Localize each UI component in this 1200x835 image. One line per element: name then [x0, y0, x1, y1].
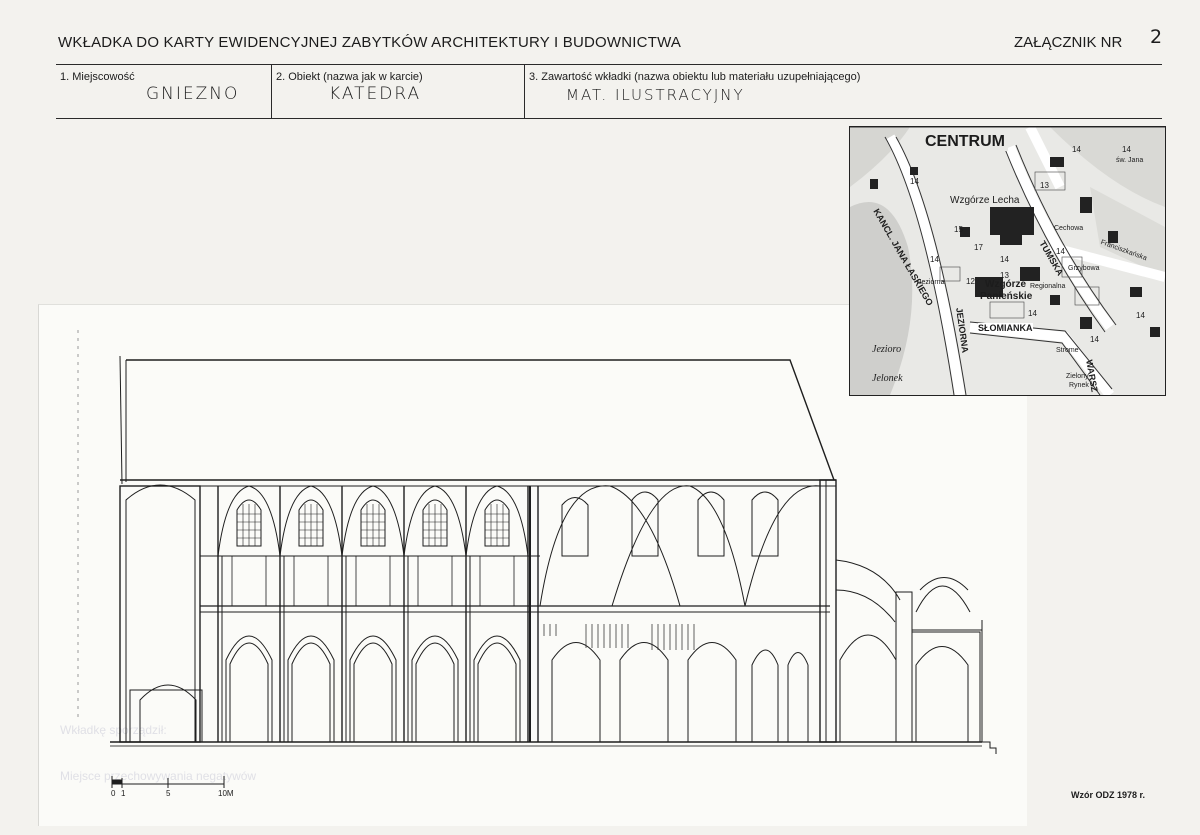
map-label-wzgorze-panienskie-1: Wzgórze	[985, 279, 1027, 290]
map-lake-jezioro: Jezioro	[872, 344, 902, 355]
map-street-strome: Strome	[1056, 347, 1079, 354]
nave-arcade-arch	[353, 642, 393, 742]
nave-arcade-arch	[229, 642, 269, 742]
nave-arcade-arch	[287, 635, 335, 742]
scale-label-1: 1	[121, 789, 126, 798]
object-label: 2. Obiekt (nazwa jak w karcie)	[276, 71, 423, 83]
scale-bar	[111, 776, 225, 788]
field-divider-1	[271, 64, 272, 118]
nave-vault-rib	[341, 485, 374, 557]
scale-label-10m: 10M	[218, 789, 234, 798]
map-number: 14	[1136, 311, 1145, 320]
city-map-clipping: CENTRUM Wzgórze Lecha Wzgórze Panieńskie…	[849, 126, 1166, 396]
map-number: 14	[1122, 145, 1131, 154]
map-label-zielony-1: Zielony	[1066, 373, 1089, 380]
scale-label-5: 5	[166, 789, 171, 798]
nave-vault-rib	[248, 485, 281, 557]
map-street-jeziorna-small: Jeziorna	[918, 279, 945, 286]
locality-value: GNIEZNO	[146, 84, 240, 104]
map-graphic	[850, 127, 1165, 395]
map-number: 14	[910, 177, 919, 186]
map-street-grzybowa: Grzybowa	[1068, 265, 1100, 272]
locality-label: 1. Miejscowość	[60, 71, 135, 83]
map-street-sw-jana: św. Jana	[1116, 157, 1144, 164]
map-street-slomianka: SŁOMIANKA	[978, 323, 1033, 333]
map-street-cechowa: Cechowa	[1054, 225, 1084, 232]
map-number: 14	[1090, 335, 1099, 344]
nave-vault-rib	[372, 485, 405, 557]
nave-clerestory-window	[484, 499, 510, 547]
map-label-wzgorze-lecha: Wzgórze Lecha	[950, 195, 1020, 206]
nave-clerestory-window	[236, 499, 262, 547]
nave-clerestory-window	[422, 499, 448, 547]
scale-label-0: 0	[111, 789, 116, 798]
faint-negatives-location: Miejsce przechowywania negatywów	[60, 769, 257, 783]
map-number: 14	[1000, 255, 1009, 264]
attachment-number: 2	[1150, 26, 1163, 48]
nave-vault-rib	[217, 485, 250, 557]
map-number: 14	[1056, 247, 1065, 256]
map-label-wzgorze-panienskie-2: Panieńskie	[980, 291, 1033, 302]
nave-arcade-arch	[473, 635, 521, 742]
nave-vault-rib	[434, 485, 467, 557]
contents-label: 3. Zawartość wkładki (nazwa obiektu lub …	[529, 71, 861, 83]
map-label-zielony-2: Rynek	[1069, 382, 1089, 389]
nave-bays	[217, 485, 529, 742]
form-template-label: Wzór ODZ 1978 r.	[1071, 790, 1146, 800]
attachment-label: ZAŁĄCZNIK NR	[1014, 34, 1123, 51]
nave-arcade-arch	[291, 642, 331, 742]
map-number: 17	[974, 243, 983, 252]
map-number: 12	[966, 277, 975, 286]
nave-vault-rib	[403, 485, 436, 557]
nave-arcade-arch	[225, 635, 273, 742]
form-title: WKŁADKA DO KARTY EWIDENCYJNEJ ZABYTKÓW A…	[58, 34, 682, 51]
contents-value: MAT. ILUSTRACYJNY	[566, 86, 745, 104]
header-rule	[56, 64, 1162, 65]
nave-vault-rib	[310, 485, 343, 557]
nave-arcade-arch	[411, 635, 459, 742]
map-number: 13	[1000, 271, 1009, 280]
map-number: 14	[1072, 145, 1081, 154]
map-lake-jelonek: Jelonek	[872, 373, 903, 384]
nave-arcade-arch	[415, 642, 455, 742]
map-number: 15	[954, 225, 963, 234]
nave-clerestory-window	[298, 499, 324, 547]
map-number: 14	[930, 255, 939, 264]
nave-arcade-arch	[349, 635, 397, 742]
nave-vault-rib	[279, 485, 312, 557]
fields-rule	[56, 118, 1162, 119]
nave-arcade-arch	[477, 642, 517, 742]
nave-clerestory-window	[360, 499, 386, 547]
field-divider-2	[524, 64, 525, 118]
nave-vault-rib	[465, 485, 498, 557]
map-number: 13	[1040, 181, 1049, 190]
map-number: 14	[1028, 309, 1037, 318]
object-value: KATEDRA	[329, 84, 422, 104]
map-title: CENTRUM	[922, 133, 1008, 151]
map-street-regionalna: Regionalna	[1030, 283, 1066, 290]
nave-vault-rib	[496, 485, 529, 557]
